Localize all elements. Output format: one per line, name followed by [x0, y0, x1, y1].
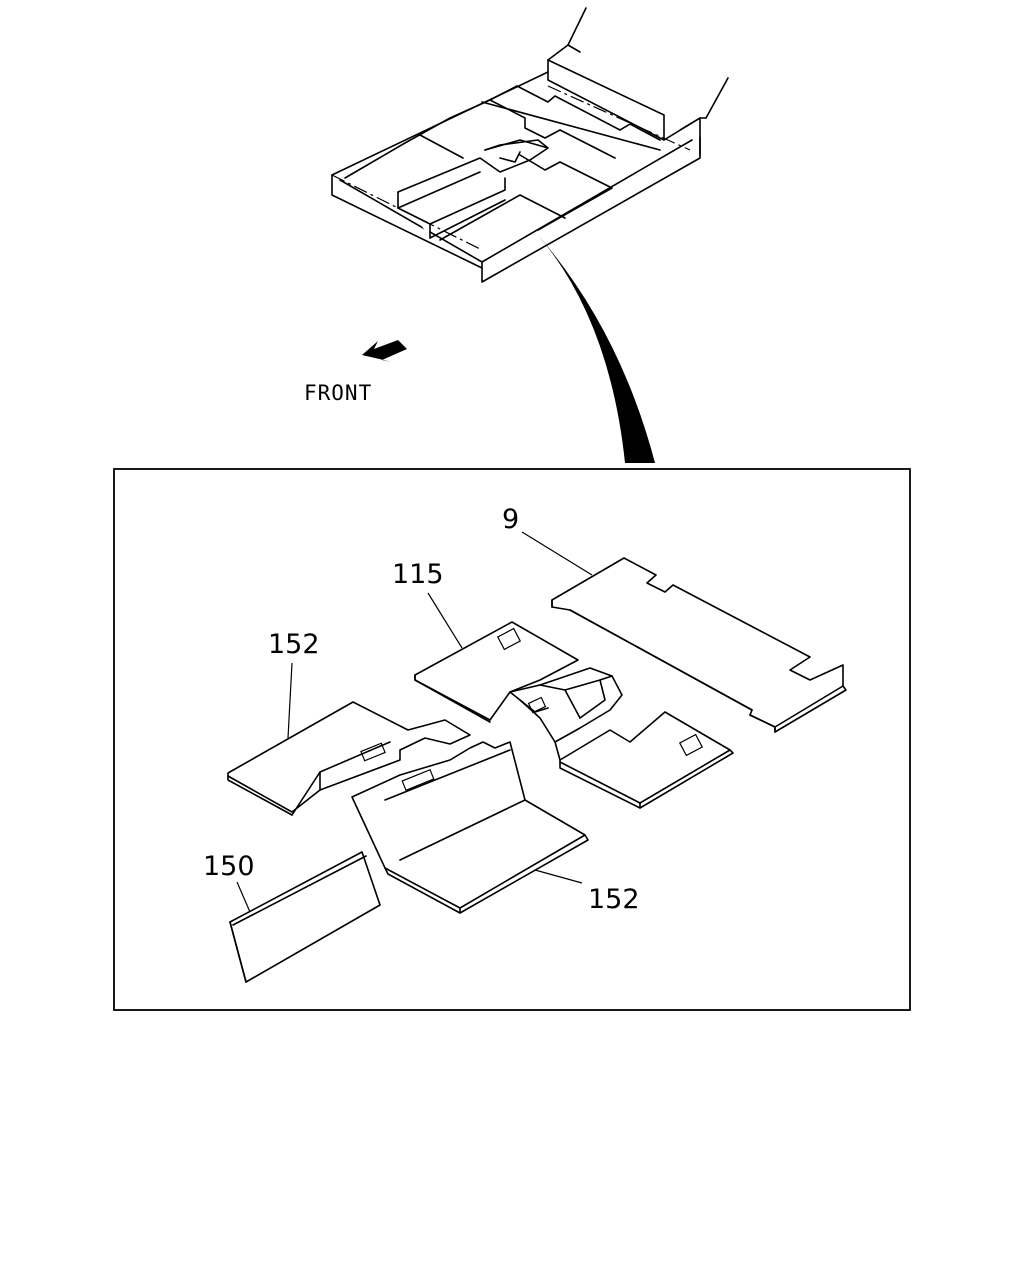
front-direction-label: FRONT [304, 381, 372, 405]
vehicle-floor-overview [331, 7, 729, 283]
part-9-floor-mat-rear [551, 557, 847, 733]
part-152-floor-mat-left [227, 701, 471, 816]
part-115-floor-mat-center [414, 621, 734, 809]
callout-152-left: 152 [268, 629, 320, 660]
callout-leaders [236, 531, 593, 913]
detail-frame [113, 468, 911, 1011]
detail-leader-wedge [538, 235, 655, 463]
callout-152-right: 152 [588, 884, 640, 915]
front-direction-arrow-icon [362, 340, 407, 362]
callout-115: 115 [392, 559, 444, 590]
callout-150: 150 [203, 851, 255, 882]
part-152-floor-mat-right [351, 741, 589, 914]
callout-9: 9 [502, 504, 519, 535]
part-150-insulator-pad [229, 851, 381, 983]
